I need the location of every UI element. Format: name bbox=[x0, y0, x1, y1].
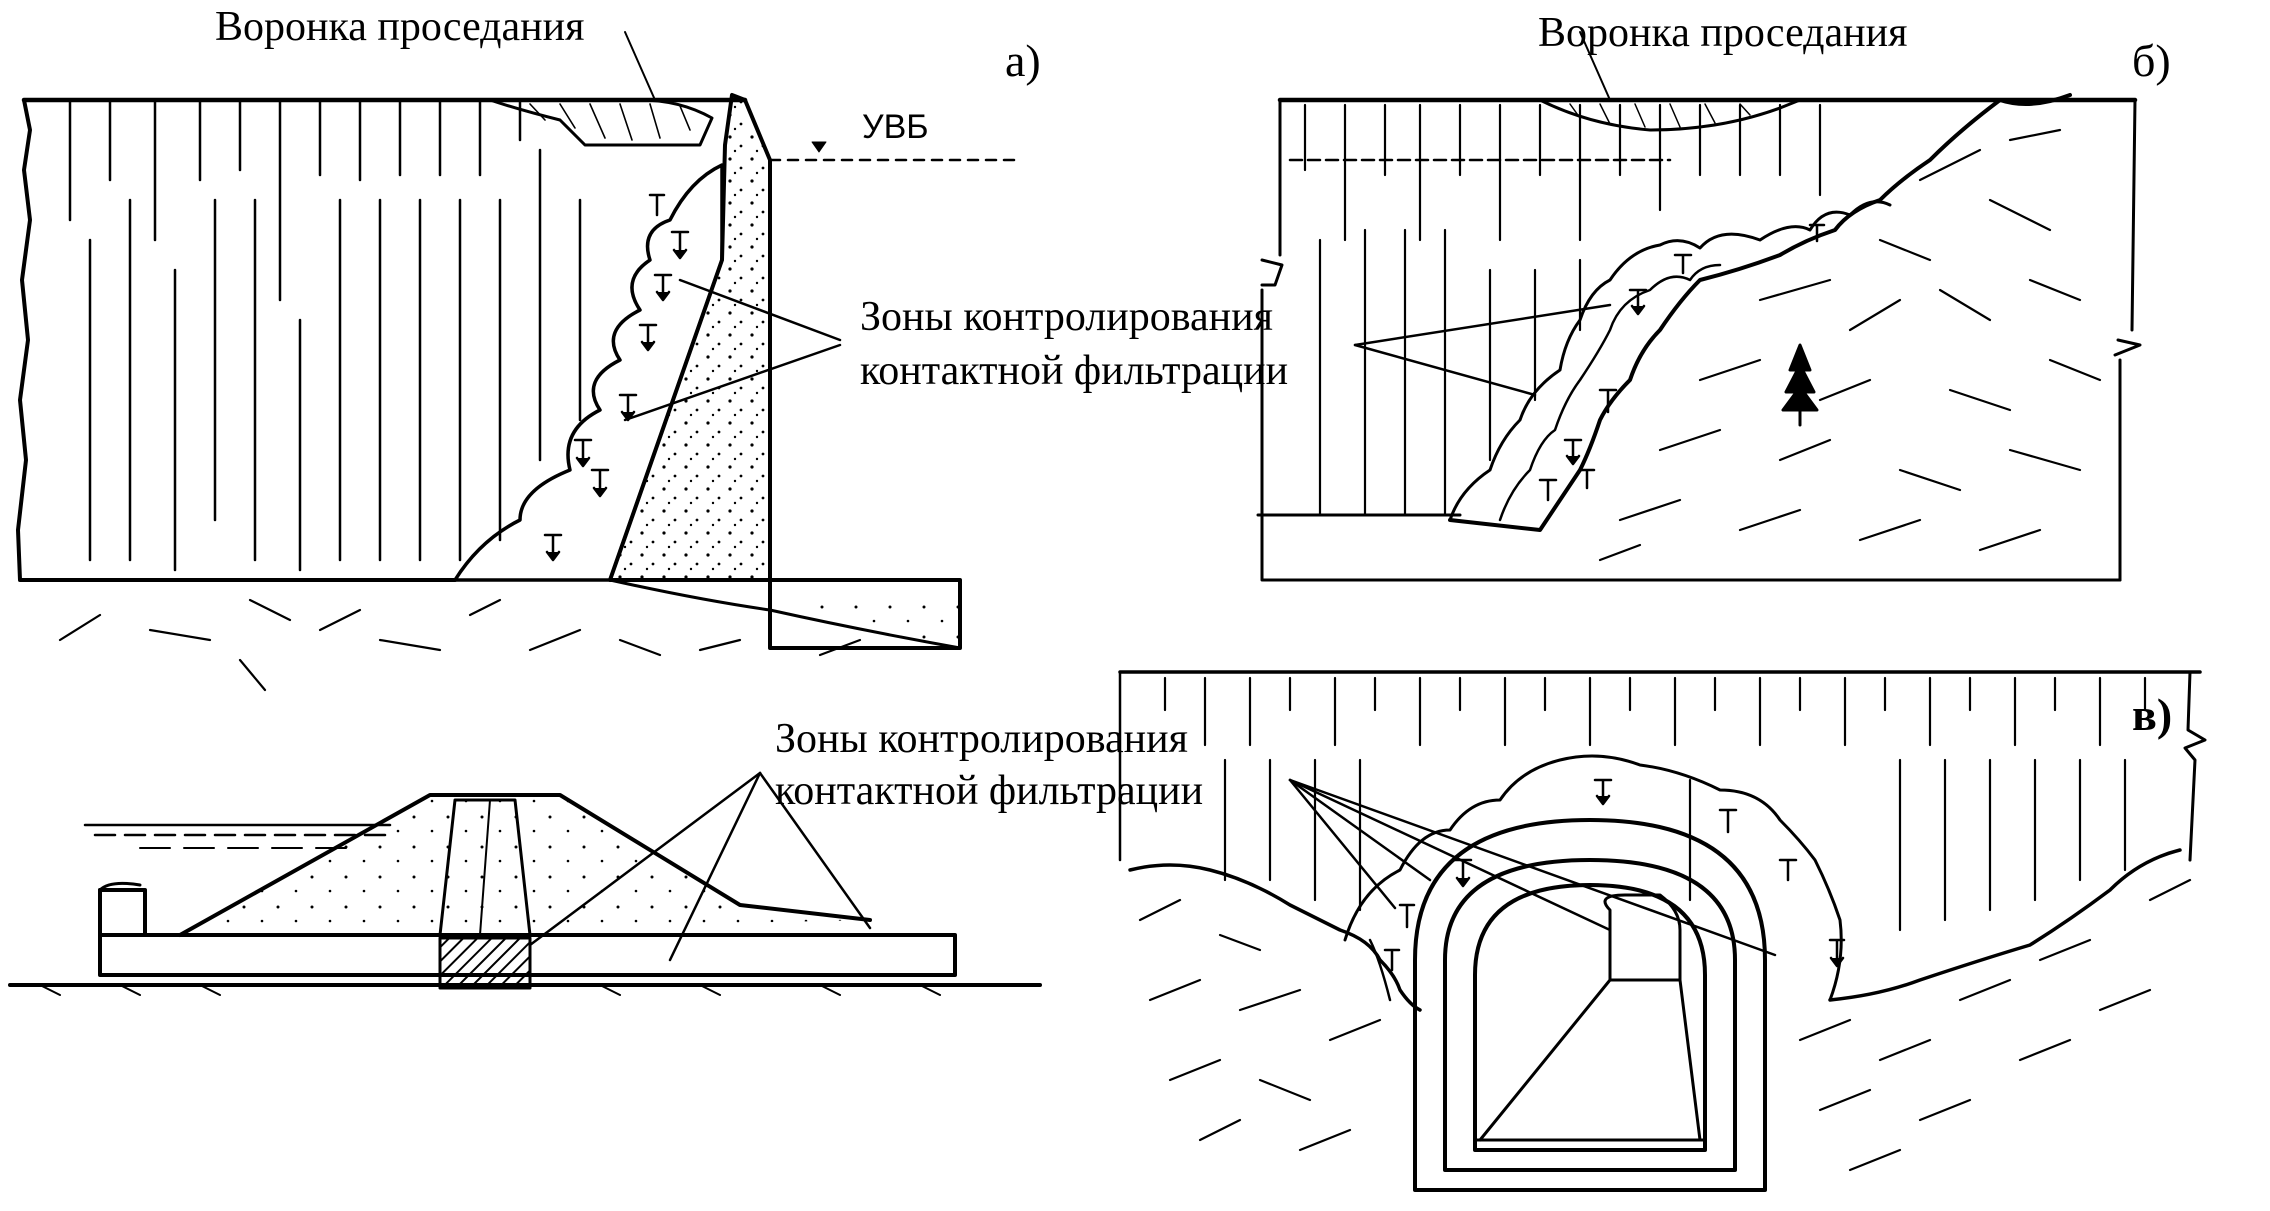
panel-b-tag: б) bbox=[2132, 35, 2171, 86]
panel-a-zones-line2: контактной фильтрации bbox=[860, 348, 1289, 394]
panel-c-tag: в) bbox=[2132, 689, 2173, 740]
panel-b-funnel-label: Воронка проседания bbox=[1538, 10, 1908, 56]
panel-c-tunnel-section bbox=[1118, 670, 2207, 1192]
panel-a-tag: а) bbox=[1005, 35, 1041, 86]
panel-a-funnel-label: Воронка проседания bbox=[215, 4, 585, 50]
panel-c-zones-line2: контактной фильтрации bbox=[775, 768, 1204, 814]
panel-earth-dam-section bbox=[8, 771, 1042, 996]
panel-a-dam-section bbox=[16, 31, 1017, 692]
panel-a-zones-line1: Зоны контролирования bbox=[860, 294, 1273, 340]
panel-b-slope-section bbox=[1256, 31, 2142, 582]
panel-a-water-level-label: УВБ bbox=[862, 108, 929, 146]
panel-c-zones-line1: Зоны контролирования bbox=[775, 716, 1188, 762]
